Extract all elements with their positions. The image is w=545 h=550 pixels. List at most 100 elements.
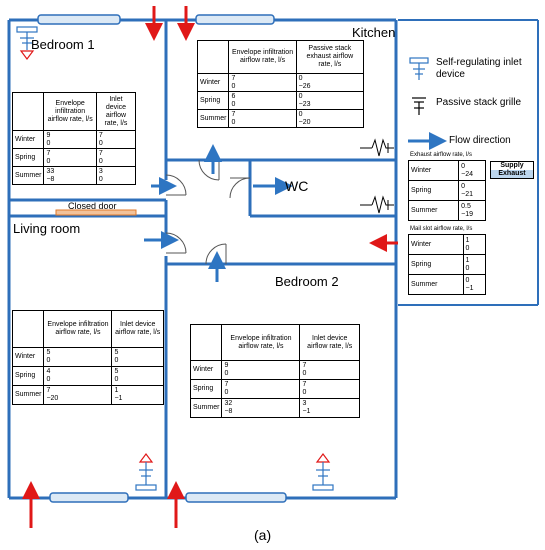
exhaust-table-caption: Exhaust airflow rate, l/s xyxy=(410,152,473,158)
inlet-device-icon xyxy=(135,453,157,491)
table-header: Inlet device airflow rate, l/s xyxy=(95,92,137,131)
legend-grille-label: Passive stack grille xyxy=(436,97,522,108)
flow-arrows xyxy=(144,144,293,282)
bedroom2-airflow-table: Envelope infiltration airflow rate, l/s … xyxy=(189,324,360,418)
season-label: Summer xyxy=(189,398,223,418)
table-header: Passive stack exhaust airflow rate, l/s xyxy=(295,40,365,74)
figure-caption: (a) xyxy=(254,527,272,543)
table-header-blank xyxy=(196,40,230,74)
table-cell: 0−26 xyxy=(295,73,365,92)
table-cell: 33−8 xyxy=(43,166,97,185)
season-label: Summer xyxy=(407,200,460,221)
outdoor-air-arrows xyxy=(22,6,398,528)
season-label: Winter xyxy=(407,160,460,181)
table-header: Envelope infiltration airflow rate, l/s xyxy=(228,40,297,74)
table-cell: 0−20 xyxy=(295,109,365,128)
exhaust-label: Exhaust xyxy=(491,170,533,178)
table-cell: 0.5−19 xyxy=(458,200,486,221)
season-label: Summer xyxy=(11,166,45,185)
table-header: Envelope infiltration airflow rate, l/s xyxy=(43,92,97,131)
table-header-blank xyxy=(11,92,45,131)
table-cell: 0−21 xyxy=(458,180,486,201)
door-swings xyxy=(165,159,251,265)
inlet-device-icon xyxy=(16,26,38,60)
wc-exhaust-table: Winter 0−24 Spring 0−21 Summer 0.5−19 xyxy=(407,160,486,221)
table-cell: 0−1 xyxy=(462,274,486,295)
legend-inlet-icon xyxy=(409,57,429,80)
table-cell: 32−8 xyxy=(221,398,301,418)
season-label: Spring xyxy=(407,180,460,201)
supply-label: Supply xyxy=(500,162,524,169)
legend-inlet-label: Self-regulating inlet device xyxy=(436,57,522,80)
room-label-living-room: Living room xyxy=(13,221,81,236)
room-label-wc: WC xyxy=(285,178,309,194)
interior-walls xyxy=(9,19,539,498)
season-label: Summer xyxy=(11,385,45,405)
table-cell: 0−23 xyxy=(295,91,365,110)
table-header-blank xyxy=(189,324,223,361)
season-label: Spring xyxy=(189,379,223,399)
season-label: Winter xyxy=(11,347,45,367)
season-label: Summer xyxy=(196,109,230,128)
table-cell: 3−1 xyxy=(299,398,360,418)
table-header: Envelope infiltration airflow rate, l/s xyxy=(221,324,301,361)
closed-door-marker xyxy=(55,209,137,216)
windows xyxy=(37,14,287,503)
season-label: Spring xyxy=(196,91,230,110)
season-label: Summer xyxy=(408,274,464,295)
table-header-blank xyxy=(11,310,45,348)
living-room-airflow-table: Envelope infiltration airflow rate, l/s … xyxy=(11,310,164,405)
table-header: Inlet device airflow rate, l/s xyxy=(111,310,164,348)
table-row: Winter 0−24 xyxy=(407,160,486,181)
season-label: Spring xyxy=(408,254,464,275)
season-label: Winter xyxy=(196,73,230,92)
season-label: Winter xyxy=(189,360,223,380)
passive-stack-grille-icon xyxy=(360,138,394,157)
mail-slot-table-caption: Mail slot airflow rate, l/s xyxy=(410,226,473,232)
closed-door-label: Closed door xyxy=(68,201,117,211)
supply-exhaust-key: Supply Exhaust xyxy=(490,161,534,179)
table-row: Summer 0.5−19 xyxy=(407,200,486,221)
room-label-kitchen: Kitchen xyxy=(352,25,396,40)
season-label: Spring xyxy=(11,148,45,167)
table-row: Summer 0−1 xyxy=(408,274,486,295)
legend-flow-label: Flow direction xyxy=(449,135,511,146)
inlet-device-icon xyxy=(312,453,334,491)
table-cell: 7−20 xyxy=(43,385,113,405)
kitchen-airflow-table: Envelope infiltration airflow rate, l/s … xyxy=(196,40,365,128)
table-header: Envelope infiltration airflow rate, l/s xyxy=(43,310,113,348)
table-row: Summer 7−20 1−1 xyxy=(11,385,164,405)
bedroom1-airflow-table: Envelope infiltration airflow rate, l/s … xyxy=(11,92,137,185)
room-label-bedroom1: Bedroom 1 xyxy=(31,37,95,52)
table-cell: 0−24 xyxy=(458,160,486,181)
table-row: Summer 32−8 3−1 xyxy=(189,398,360,418)
legend-grille-icon xyxy=(412,97,426,115)
table-header: Inlet device airflow rate, l/s xyxy=(299,324,360,361)
